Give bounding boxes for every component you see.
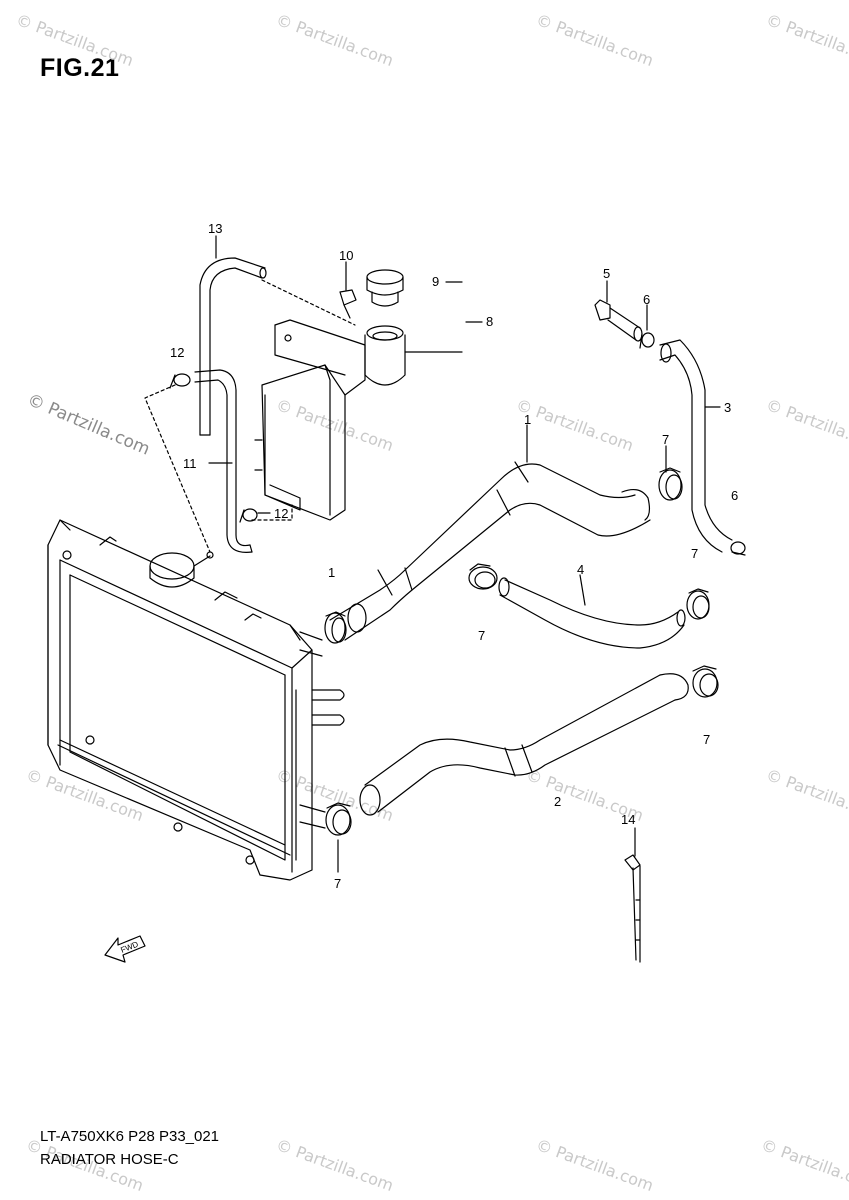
callout-1: 1	[328, 565, 336, 580]
callout-7: 7	[334, 876, 342, 891]
callout-8: 8	[486, 314, 494, 329]
hose-clamp	[686, 588, 710, 620]
figure-name: RADIATOR HOSE-C	[40, 1151, 179, 1168]
hose-clamp	[325, 802, 352, 836]
callout-7: 7	[478, 628, 486, 643]
callout-14: 14	[621, 812, 636, 827]
hose-1	[329, 461, 651, 641]
radiator	[47, 519, 345, 881]
reservoir-cap	[366, 269, 404, 307]
callout-13: 13	[208, 221, 223, 236]
callout-10: 10	[339, 248, 354, 263]
figure-title: FIG.21	[40, 54, 120, 82]
callout-7: 7	[703, 732, 711, 747]
hose-clamp	[324, 611, 347, 644]
union-5	[594, 299, 643, 342]
leader-lines	[208, 235, 721, 873]
hose-13	[199, 257, 267, 436]
hose-clamp	[658, 467, 683, 501]
callout-1: 1	[524, 412, 532, 427]
hose-4	[498, 577, 686, 649]
hose-11	[194, 369, 253, 553]
callout-7: 7	[662, 432, 670, 447]
hose-clamp	[692, 665, 719, 698]
callout-7: 7	[691, 546, 699, 561]
callout-12: 12	[274, 506, 289, 521]
clip-6	[639, 332, 746, 556]
cable-tie	[624, 854, 641, 963]
hose-3	[659, 339, 733, 553]
figure-code: LT-A750XK6 P28 P33_021	[40, 1128, 220, 1145]
callout-9: 9	[432, 274, 440, 289]
callout-2: 2	[554, 794, 562, 809]
callout-6: 6	[643, 292, 651, 307]
callout-12: 12	[170, 345, 185, 360]
callout-3: 3	[724, 400, 732, 415]
hose-2	[359, 673, 689, 816]
fwd-arrow-icon: FWD	[104, 935, 146, 963]
callout-11: 11	[183, 456, 197, 471]
hose-clamp	[468, 563, 498, 590]
clip-12	[169, 373, 258, 523]
bolt	[339, 289, 357, 319]
callout-4: 4	[577, 562, 585, 577]
callout-6: 6	[731, 488, 739, 503]
reservoir-tank	[254, 319, 406, 521]
callout-5: 5	[603, 266, 611, 281]
assembly-lines	[144, 279, 356, 553]
